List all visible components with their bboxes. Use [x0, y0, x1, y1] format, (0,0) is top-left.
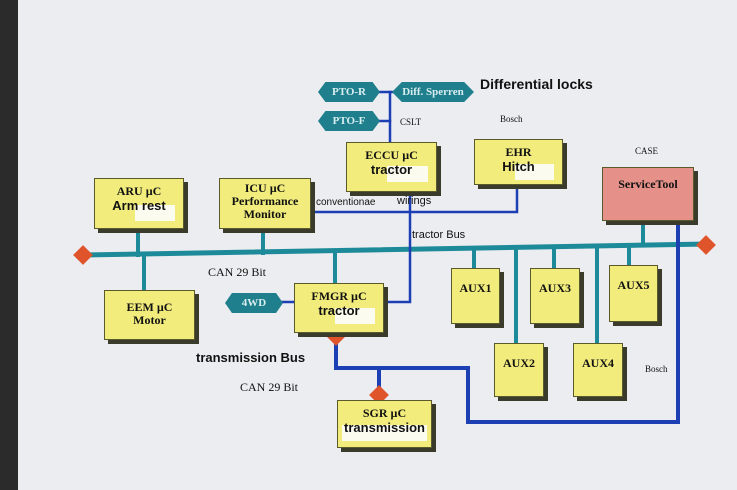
fmgr-title: FMGR µC [311, 289, 367, 303]
eccu-fmgr-wire [378, 181, 412, 304]
ehr-box: EHR Hitch [474, 139, 563, 185]
differential-locks-label: Differential locks [480, 76, 593, 92]
conventional-wiring [308, 174, 519, 214]
ehr-subtitle: Hitch [502, 159, 535, 174]
aru-title: ARU µC [116, 184, 162, 198]
aux4-label: AUX4 [582, 356, 614, 370]
bosch-bottom-label: Bosch [645, 364, 668, 374]
aux1-label: AUX1 [459, 281, 492, 295]
aux3-box: AUX3 [530, 268, 580, 324]
diff-sperren-tag: Diff. Sperren [392, 82, 474, 102]
sgr-subtitle: transmission [344, 420, 425, 435]
aux5-label: AUX5 [617, 278, 650, 292]
aux2-label: AUX2 [503, 356, 535, 370]
case-label: CASE [635, 146, 659, 156]
aux5-box: AUX5 [609, 265, 658, 322]
bosch-top-label: Bosch [500, 114, 523, 124]
fmgr-box: FMGR µC tractor [294, 283, 384, 333]
service-tool-box: ServiceTool [602, 167, 694, 221]
eem-subtitle: Motor [133, 313, 166, 327]
aux1-box: AUX1 [451, 268, 500, 324]
fmgr-subtitle: tractor [318, 303, 360, 318]
ehr-title: EHR [505, 145, 532, 159]
eccu-box: ECCU µC tractor [346, 142, 437, 192]
icu-subtitle-1: Performance [231, 194, 299, 208]
aux2-box: AUX2 [494, 343, 544, 397]
transmission-bus [334, 218, 680, 424]
icu-title: ICU µC [244, 181, 286, 195]
conventional-label: conventionae [316, 197, 376, 208]
tractor-can-bus [81, 241, 709, 258]
sgr-title: SGR µC [362, 406, 407, 420]
4wd-tag: 4WD [225, 293, 283, 313]
eem-box: EEM µC Motor [104, 290, 195, 340]
transmission-bus-label: transmission Bus [196, 350, 306, 365]
aux4-box: AUX4 [573, 343, 623, 397]
aru-box: ARU µC Arm rest [94, 178, 184, 229]
can-29-bit-top-label: CAN 29 Bit [208, 265, 267, 279]
pto-r-tag: PTO-R [318, 82, 380, 102]
cslt-label: CSLT [400, 117, 422, 127]
aru-subtitle: Arm rest [112, 198, 166, 213]
wirings-label: wirings [397, 195, 432, 207]
sgr-box: SGR µC transmission [337, 400, 432, 448]
icu-subtitle-2: Monitor [243, 207, 287, 221]
service-tool-title: ServiceTool [618, 177, 678, 191]
icu-box: ICU µC Performance Monitor [219, 178, 311, 229]
aux3-label: AUX3 [539, 281, 571, 295]
eem-title: EEM µC [126, 300, 173, 314]
pto-f-tag: PTO-F [318, 111, 380, 131]
eccu-title: ECCU µC [365, 148, 418, 162]
can-29-bit-bottom-label: CAN 29 Bit [240, 380, 299, 394]
tractor-bus-label: tractor Bus [412, 229, 466, 241]
eccu-subtitle: tractor [370, 162, 413, 177]
